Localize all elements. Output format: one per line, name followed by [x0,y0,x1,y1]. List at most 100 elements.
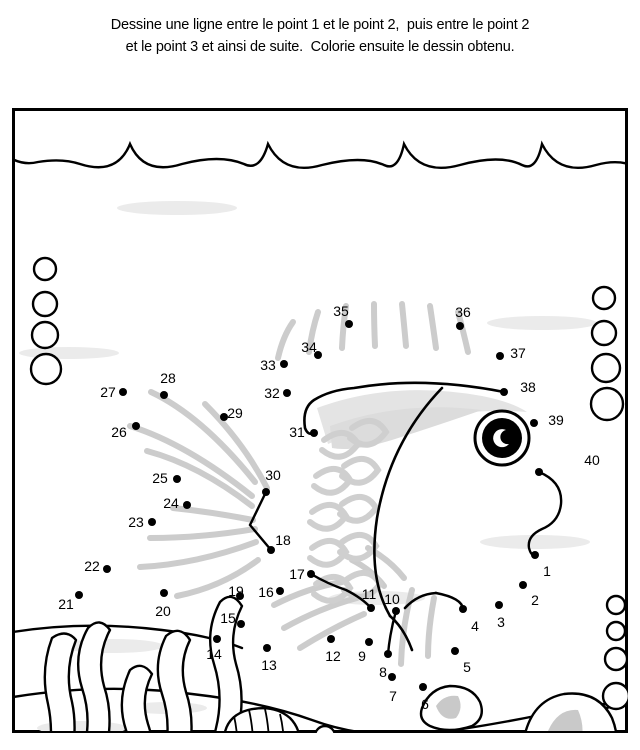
rock-large [524,692,618,731]
fish-chin-outline [388,614,414,652]
puzzle-dot-19[interactable] [236,592,244,600]
puzzle-dot-3[interactable] [495,601,503,609]
dot-number-14: 14 [206,646,222,662]
puzzle-dot-6[interactable] [419,683,427,691]
fish-head-outline [303,381,506,436]
rock-small [419,684,483,731]
dot-number-11: 11 [361,586,377,602]
puzzle-dot-36[interactable] [456,322,464,330]
bubble-icon [605,594,627,616]
bubble-icon [605,620,627,642]
dot-number-32: 32 [264,385,280,401]
puzzle-dot-15[interactable] [237,620,245,628]
puzzle-dot-22[interactable] [103,565,111,573]
connector-30-18 [248,490,273,552]
fish-eye [473,409,531,467]
dot-number-24: 24 [163,495,179,511]
puzzle-dot-18[interactable] [267,546,275,554]
puzzle-dot-17[interactable] [307,570,315,578]
bubble-icon [32,256,58,282]
puzzle-dot-31[interactable] [310,429,318,437]
fish-gill-line [373,386,444,618]
puzzle-dot-13[interactable] [263,644,271,652]
dot-number-27: 27 [100,384,116,400]
puzzle-dot-34[interactable] [314,351,322,359]
puzzle-dot-10[interactable] [392,607,400,615]
dot-number-12: 12 [325,648,341,664]
puzzle-dot-1[interactable] [531,551,539,559]
dot-number-15: 15 [220,610,236,626]
bubble-icon [31,290,59,318]
puzzle-dot-24[interactable] [183,501,191,509]
bubble-icon [314,724,336,733]
puzzle-dot-2[interactable] [519,581,527,589]
dot-number-1: 1 [543,563,551,579]
dot-number-17: 17 [289,566,305,582]
dot-number-26: 26 [111,424,127,440]
instructions-text: Dessine une ligne entre le point 1 et le… [0,14,640,58]
dot-number-35: 35 [333,303,349,319]
pectoral-fin-rays [398,587,437,667]
instruction-line-1: Dessine une ligne entre le point 1 et le… [110,17,530,33]
puzzle-dot-26[interactable] [132,422,140,430]
dot-number-40: 40 [584,452,600,468]
dot-number-33: 33 [260,357,276,373]
puzzle-dot-12[interactable] [327,635,335,643]
puzzle-dot-14[interactable] [213,635,221,643]
puzzle-dot-32[interactable] [283,389,291,397]
water-surface-waves [14,140,626,169]
bubble-icon [590,352,622,384]
puzzle-dot-27[interactable] [119,388,127,396]
puzzle-dot-20[interactable] [160,589,168,597]
puzzle-dot-25[interactable] [173,475,181,483]
puzzle-dot-28[interactable] [160,391,168,399]
puzzle-dot-8[interactable] [384,650,392,658]
dot-number-8: 8 [379,664,387,680]
bubble-icon [591,285,617,311]
puzzle-dot-30[interactable] [262,488,270,496]
puzzle-dot-35[interactable] [345,320,353,328]
dot-number-30: 30 [265,467,281,483]
seaweed-plant [43,595,244,731]
dot-number-20: 20 [155,603,171,619]
bubble-icon [603,646,628,672]
puzzle-dot-33[interactable] [280,360,288,368]
eye-highlight [493,429,509,448]
puzzle-dot-38[interactable] [500,388,508,396]
dot-number-34: 34 [301,339,317,355]
puzzle-dot-40[interactable] [535,468,543,476]
bubble-icon [590,319,618,347]
fish-scales [307,418,390,604]
dot-number-29: 29 [227,405,243,421]
shell-creature [224,707,300,731]
puzzle-dot-16[interactable] [276,587,284,595]
puzzle-dot-39[interactable] [530,419,538,427]
fish-mouth-line [527,470,563,557]
dot-number-22: 22 [84,558,100,574]
shell-body [224,707,300,731]
puzzle-dot-29[interactable] [220,413,228,421]
puzzle-dot-21[interactable] [75,591,83,599]
dot-number-9: 9 [358,648,366,664]
puzzle-dot-11[interactable] [367,604,375,612]
dot-number-3: 3 [497,614,505,630]
puzzle-dot-9[interactable] [365,638,373,646]
dot-number-16: 16 [258,584,274,600]
puzzle-dot-37[interactable] [496,352,504,360]
fish-body-sheen-2 [330,407,482,449]
puzzle-dot-7[interactable] [388,673,396,681]
dot-number-21: 21 [58,596,74,612]
dot-number-2: 2 [531,592,539,608]
dot-number-38: 38 [520,379,536,395]
puzzle-dot-4[interactable] [459,605,467,613]
dot-number-7: 7 [389,688,397,704]
bubble-icon [29,352,63,386]
shell-ridges [233,708,284,731]
puzzle-dot-23[interactable] [148,518,156,526]
dot-number-37: 37 [510,345,526,361]
dot-number-19: 19 [228,583,244,599]
puzzle-dot-5[interactable] [451,647,459,655]
